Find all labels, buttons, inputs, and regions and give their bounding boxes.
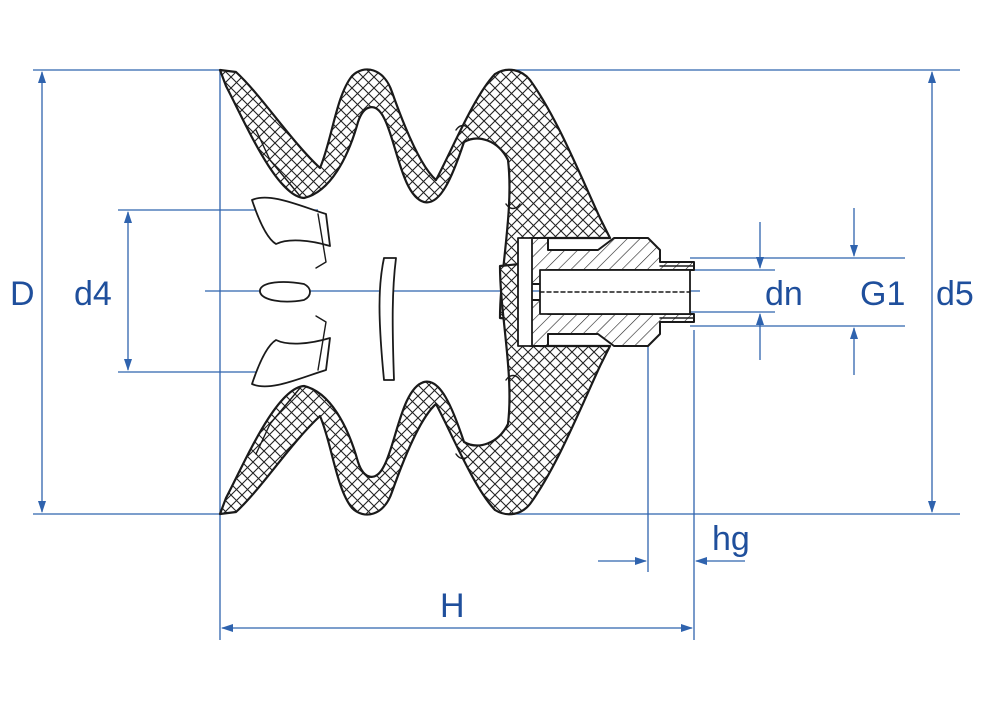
bellows-bump-upper-right [505,203,521,210]
bellows-bump-lower-right [505,374,521,381]
label-dn: dn [765,275,803,313]
dimension-lines [33,69,960,640]
upper-lip-insert [251,196,331,247]
label-d5: d5 [936,275,974,313]
upper-lip-hook [315,213,327,269]
lower-lip-hook [315,315,327,371]
inner-details [251,124,521,460]
label-d4: d4 [74,275,112,313]
bellows-bump-bottom [455,453,471,460]
fitting-flange [517,237,533,347]
center-vent-slot [259,281,311,303]
threaded-fitting [517,237,695,347]
label-hg: hg [712,520,750,558]
dimension-labels: D d4 dn G1 d5 hg H [10,275,974,625]
label-G1: G1 [860,275,905,313]
label-H: H [440,587,465,625]
upper-lip-edge [255,129,301,197]
lower-lip-insert [251,337,331,388]
lower-lip-edge [255,387,301,455]
inner-slot [378,257,397,381]
bellows-bump-top [455,124,471,131]
label-D: D [10,275,35,313]
